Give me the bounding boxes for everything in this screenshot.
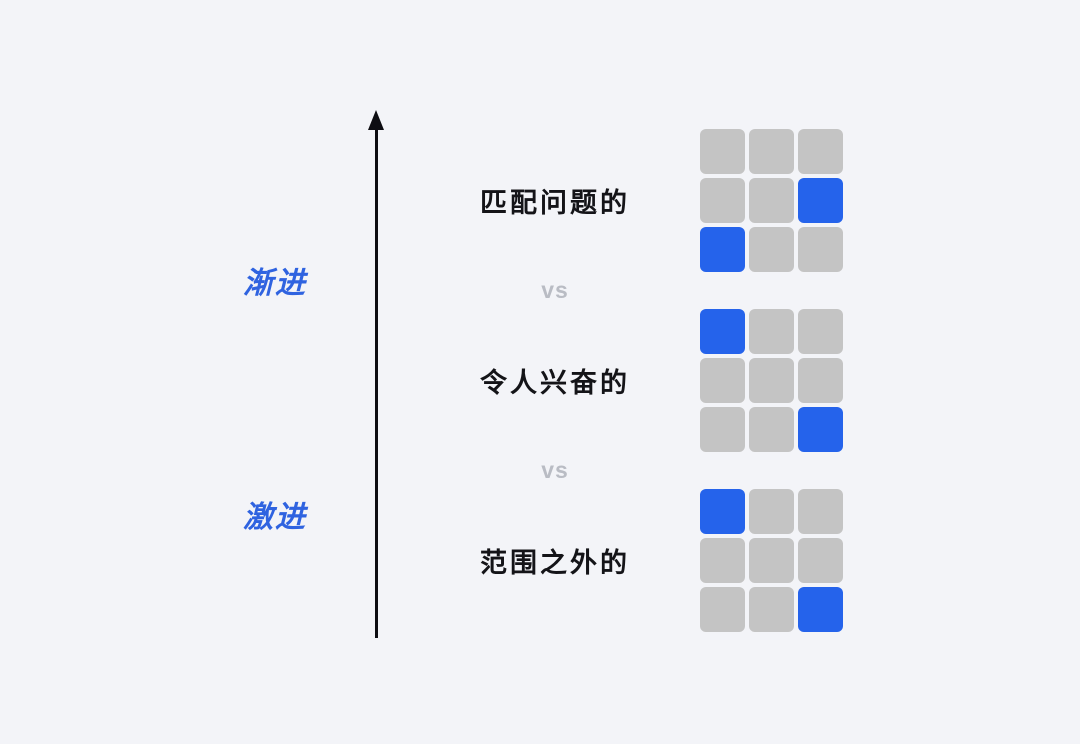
grid-cell: [700, 177, 745, 223]
grid-cell: [798, 537, 843, 583]
cell-grid: [700, 488, 843, 632]
grid-cell: [798, 308, 843, 354]
grid-cell: [749, 406, 794, 452]
grid-cell: [798, 226, 843, 272]
comparison-rows: 匹配问题的 vs 令人兴奋的: [430, 128, 860, 632]
cell-grid: [700, 308, 843, 452]
row-label: 匹配问题的: [480, 187, 630, 218]
row-label: 范围之外的: [480, 547, 630, 578]
axis-line: [375, 124, 378, 638]
grid-cell: [749, 226, 794, 272]
grid-cell: [798, 357, 843, 403]
grid-cell: [700, 308, 745, 354]
comparison-row: 匹配问题的: [430, 128, 860, 272]
grid-cell: [749, 537, 794, 583]
grid-cell: [749, 308, 794, 354]
axis-label-bottom: 激进: [243, 501, 307, 534]
grid-cell: [700, 586, 745, 632]
grid-cell: [749, 586, 794, 632]
cell-grid: [700, 128, 843, 272]
grid-cell: [798, 177, 843, 223]
comparison-row: 令人兴奋的: [430, 308, 860, 452]
grid-cell: [700, 128, 745, 174]
grid-cell: [749, 177, 794, 223]
grid-cell: [749, 128, 794, 174]
row-label: 令人兴奋的: [480, 367, 630, 398]
grid-cell: [700, 537, 745, 583]
grid-cell: [798, 488, 843, 534]
grid-cell: [798, 586, 843, 632]
vs-separator: vs: [430, 450, 860, 490]
grid-cell: [749, 488, 794, 534]
vs-label: vs: [541, 456, 569, 483]
arrow-head-icon: [368, 110, 384, 130]
axis-label-top: 渐进: [243, 267, 307, 300]
grid-cell: [700, 406, 745, 452]
vs-separator: vs: [430, 270, 860, 310]
vertical-axis: [368, 110, 384, 638]
vs-label: vs: [541, 276, 569, 303]
comparison-row: 范围之外的: [430, 488, 860, 632]
grid-cell: [798, 128, 843, 174]
grid-cell: [798, 406, 843, 452]
grid-cell: [700, 357, 745, 403]
grid-cell: [700, 488, 745, 534]
grid-cell: [700, 226, 745, 272]
grid-cell: [749, 357, 794, 403]
